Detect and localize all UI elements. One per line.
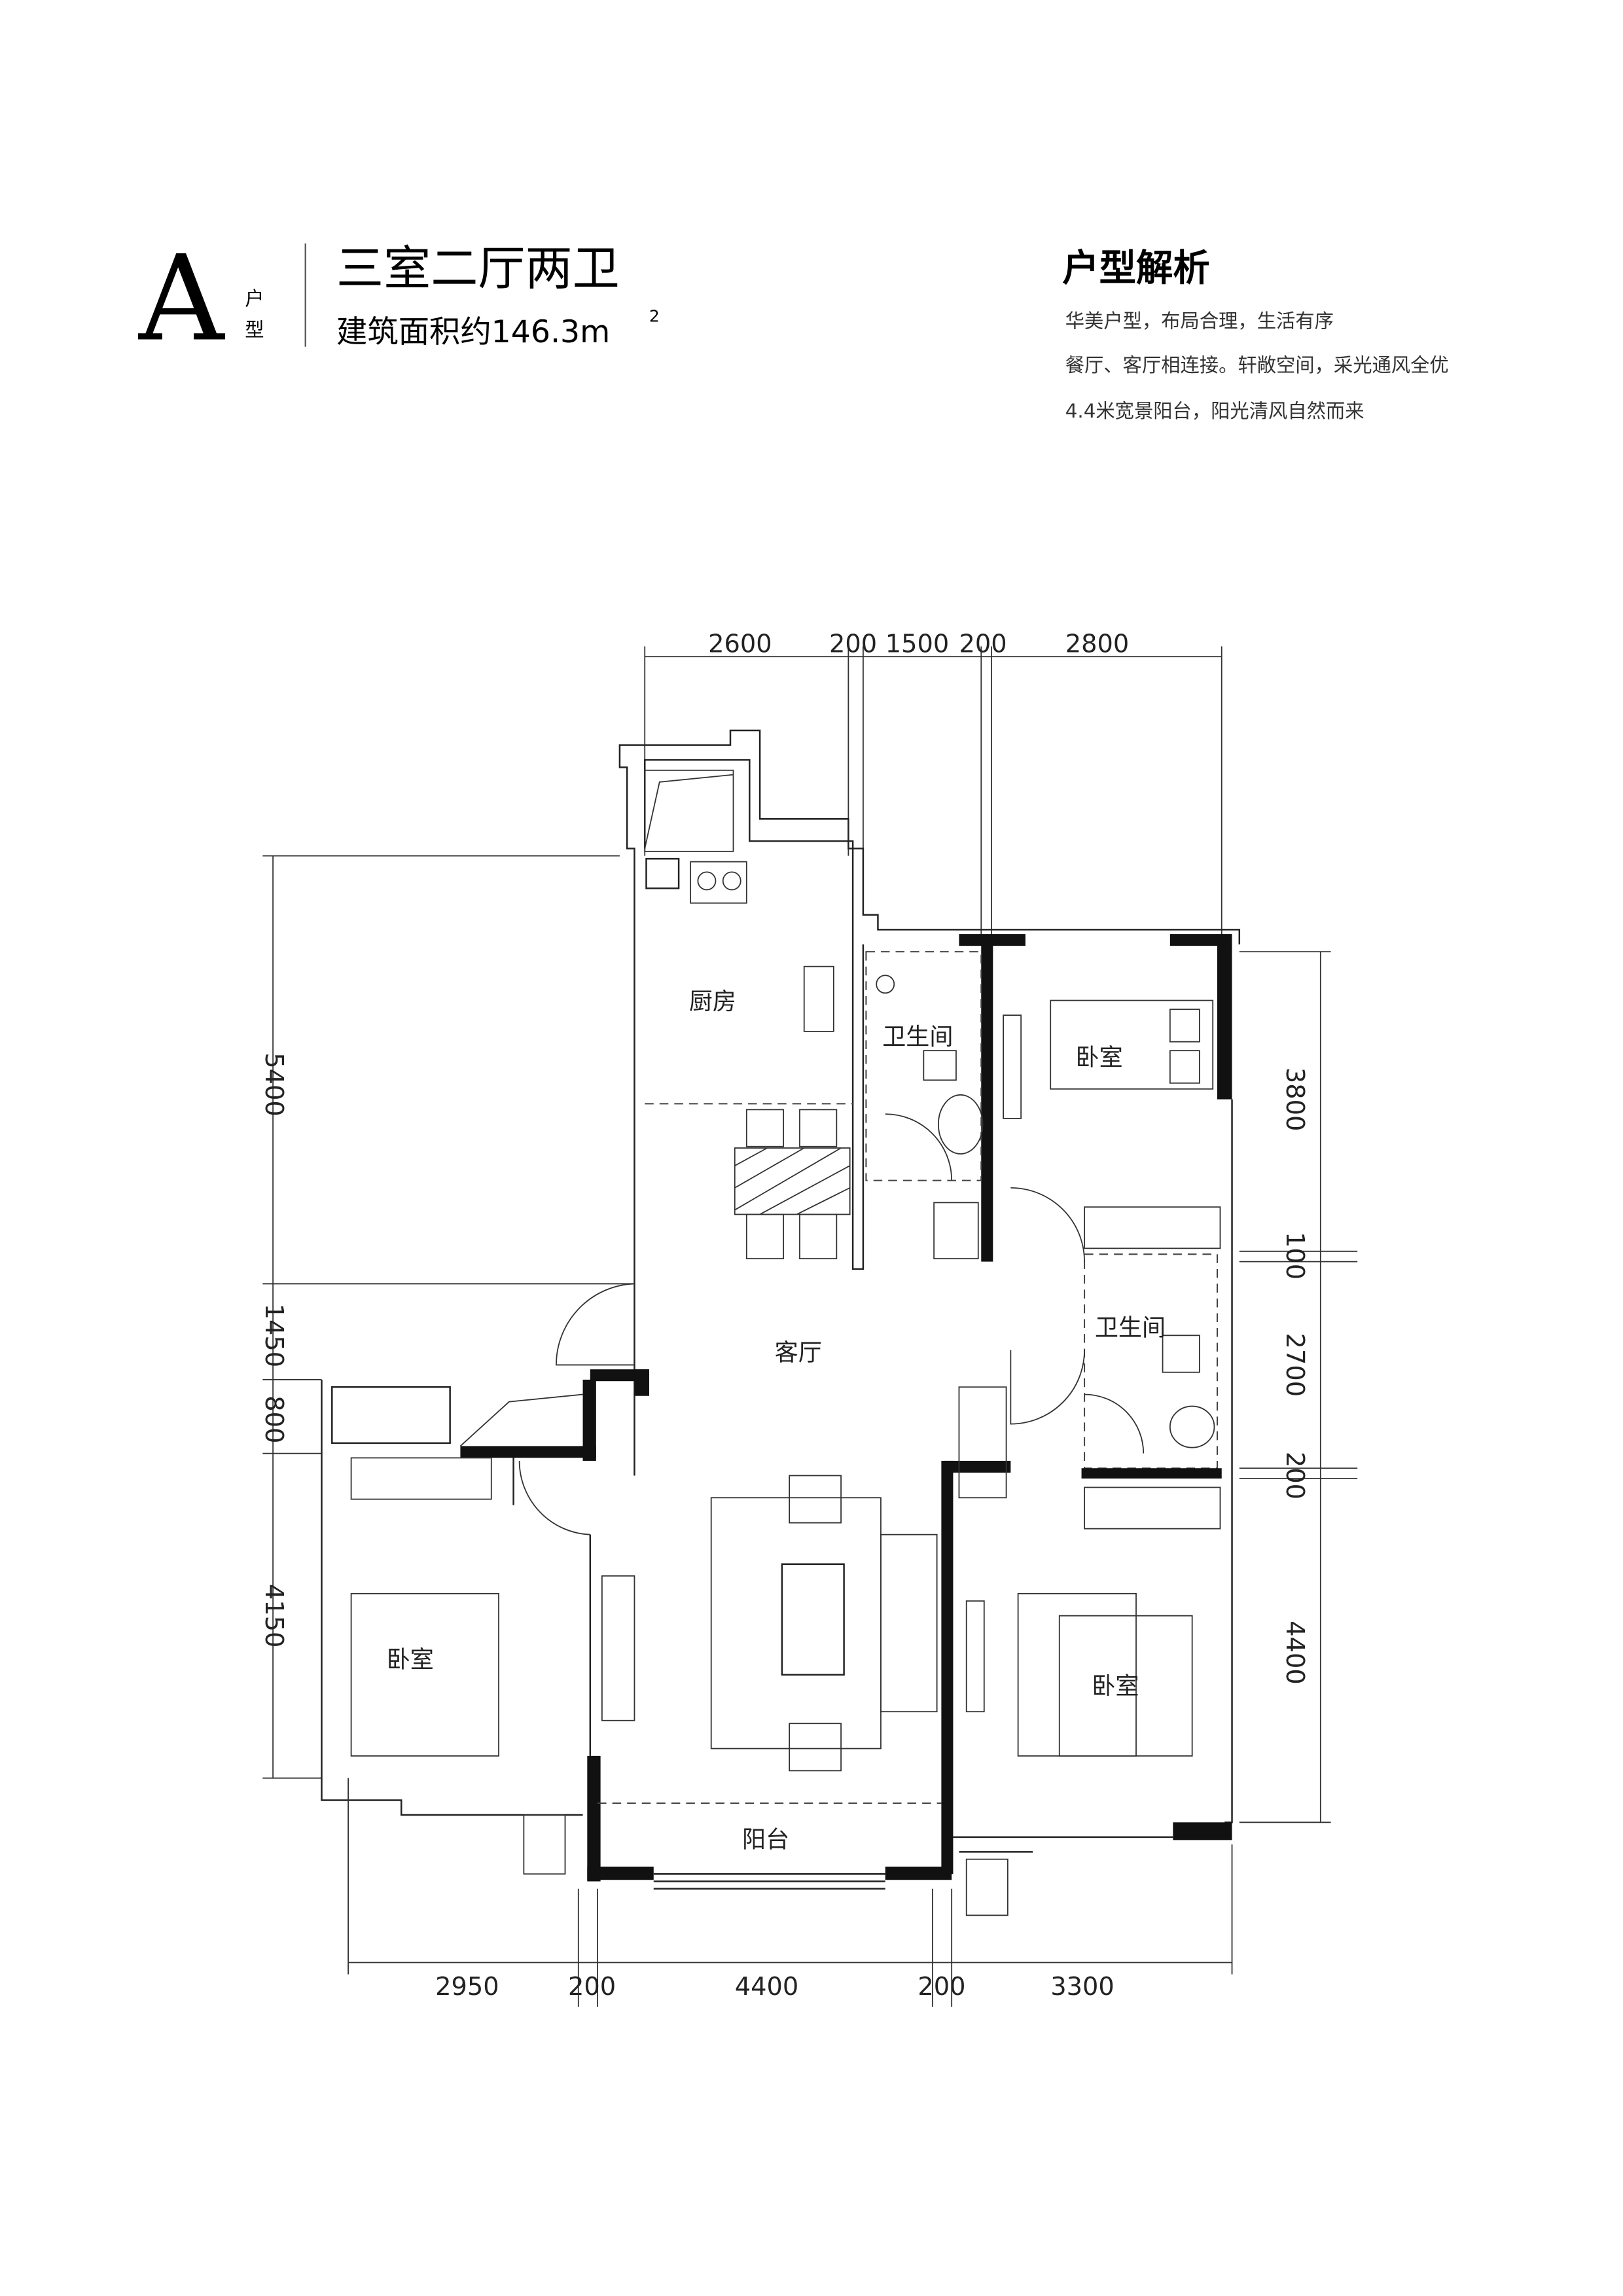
type-suffix-1: 户 (245, 288, 264, 310)
bed (350, 1592, 499, 1757)
wardrobe (350, 1457, 492, 1500)
room-labels: 厨房 卫生间 卧室 卫生间 客厅 卧室 卧室 阳台 (387, 988, 1166, 1854)
area-text: 建筑面积约146.3m (336, 314, 610, 350)
dimensions-bottom: 2950 200 4400 200 3300 (348, 1815, 1233, 2007)
dim-top: 2800 (1065, 629, 1130, 658)
analysis-title: 户型解析 (1062, 247, 1209, 289)
coffee-table (781, 1563, 845, 1676)
room-label-kitchen: 厨房 (689, 988, 736, 1015)
dimensions-left: 5400 1450 800 4150 (259, 855, 635, 1779)
sofa (880, 1534, 938, 1713)
dim-top: 200 (959, 629, 1007, 658)
dim-top: 2600 (708, 629, 772, 658)
dim-right: 4400 (1280, 1621, 1310, 1685)
wardrobe (1084, 1206, 1221, 1249)
wardrobe (1003, 1014, 1022, 1119)
dim-top: 1500 (885, 629, 950, 658)
dim-bottom: 4400 (735, 1972, 799, 2001)
type-suffix-2: 型 (245, 319, 264, 341)
furniture (350, 857, 1221, 1772)
floor-drain-icon (876, 975, 895, 994)
bed (1058, 1615, 1193, 1757)
dimensions-right: 3800 100 2700 200 4400 (1239, 951, 1358, 1823)
bed (1050, 999, 1214, 1090)
dim-bottom: 200 (568, 1972, 616, 2001)
dim-right: 3800 (1280, 1067, 1310, 1132)
wardrobe (1084, 1486, 1221, 1530)
dim-bottom: 200 (918, 1972, 965, 2001)
dim-right: 100 (1280, 1232, 1310, 1280)
analysis: 户型解析 华美户型，布局合理，生活有序 餐厅、客厅相连接。轩敞空间，采光通风全优… (1062, 247, 1448, 422)
room-label-balcony: 阳台 (742, 1826, 789, 1854)
room-label-living: 客厅 (775, 1339, 822, 1367)
dining-table (734, 1147, 851, 1215)
dim-bottom: 3300 (1050, 1972, 1115, 2001)
room-label-bedroom-1: 卧室 (1076, 1044, 1123, 1071)
walls (321, 729, 1241, 1916)
dim-left: 1450 (259, 1304, 289, 1368)
type-letter: A (137, 230, 225, 368)
layout-title: 三室二厅两卫 (336, 242, 620, 296)
armchair (789, 1475, 842, 1524)
room-label-bathroom-1: 卫生间 (882, 1023, 953, 1050)
armchair (789, 1723, 842, 1772)
room-label-bedroom-2: 卧室 (387, 1646, 434, 1674)
fridge-icon (645, 857, 680, 889)
tv-cabinet (601, 1575, 635, 1721)
toilet-icon (1162, 1335, 1200, 1373)
toilet-icon (923, 1050, 957, 1081)
header: A 户 型 三室二厅两卫 建筑面积约146.3m 2 (137, 230, 660, 368)
washbasin-icon (1169, 1405, 1215, 1448)
stove-icon (690, 861, 747, 904)
room-label-bedroom-3: 卧室 (1092, 1672, 1139, 1700)
dim-left: 4150 (259, 1584, 289, 1648)
analysis-line: 华美户型，布局合理，生活有序 (1065, 310, 1334, 332)
dim-top: 200 (829, 629, 877, 658)
dim-bottom: 2950 (435, 1972, 499, 2001)
dim-right: 2700 (1280, 1333, 1310, 1397)
dim-left: 800 (259, 1395, 289, 1443)
analysis-line: 餐厅、客厅相连接。轩敞空间，采光通风全优 (1065, 354, 1449, 376)
dim-right: 200 (1280, 1452, 1310, 1499)
sink-icon (803, 965, 834, 1032)
washbasin-icon (937, 1094, 984, 1155)
dimensions-top: 2600 200 1500 200 2800 (644, 629, 1222, 944)
analysis-line: 4.4米宽景阳台，阳光清风自然而来 (1065, 400, 1364, 422)
area-sup: 2 (649, 306, 660, 325)
dim-left: 5400 (259, 1052, 289, 1117)
living-rug (710, 1497, 882, 1749)
wardrobe (958, 1386, 1007, 1499)
room-label-bathroom-2: 卫生间 (1095, 1314, 1166, 1341)
